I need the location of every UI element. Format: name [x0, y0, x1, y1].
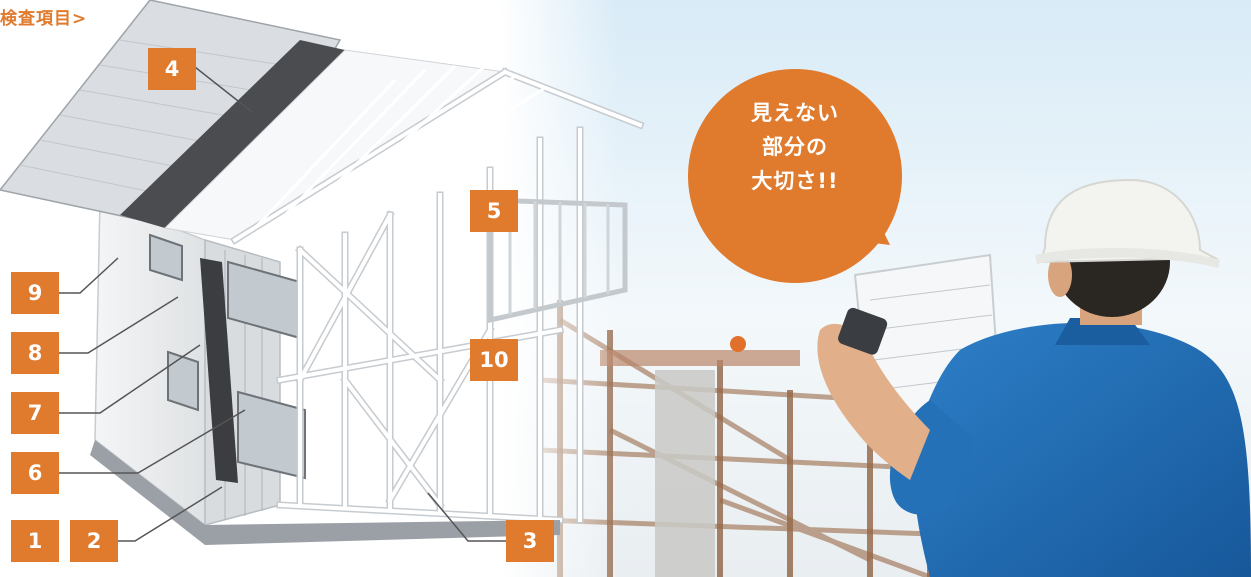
- house-illustration: [0, 0, 645, 545]
- label-9: 9: [11, 272, 59, 314]
- label-5: 5: [470, 190, 518, 232]
- label-1: 1: [11, 520, 59, 562]
- label-7: 7: [11, 392, 59, 434]
- label-4: 4: [148, 48, 196, 90]
- section-heading: 検査項目>: [0, 9, 88, 29]
- label-10: 10: [470, 339, 518, 381]
- label-2: 2: [70, 520, 118, 562]
- inspector-figure: [817, 178, 1251, 577]
- speech-bubble-text: 見えない 部分の 大切さ!!: [688, 96, 902, 198]
- speech-bubble: [688, 69, 902, 283]
- bubble-line-3: 大切さ!!: [751, 169, 839, 193]
- label-8: 8: [11, 332, 59, 374]
- bubble-line-1: 見えない: [751, 101, 839, 125]
- bubble-line-2: 部分の: [762, 135, 828, 159]
- label-3: 3: [506, 520, 554, 562]
- label-6: 6: [11, 452, 59, 494]
